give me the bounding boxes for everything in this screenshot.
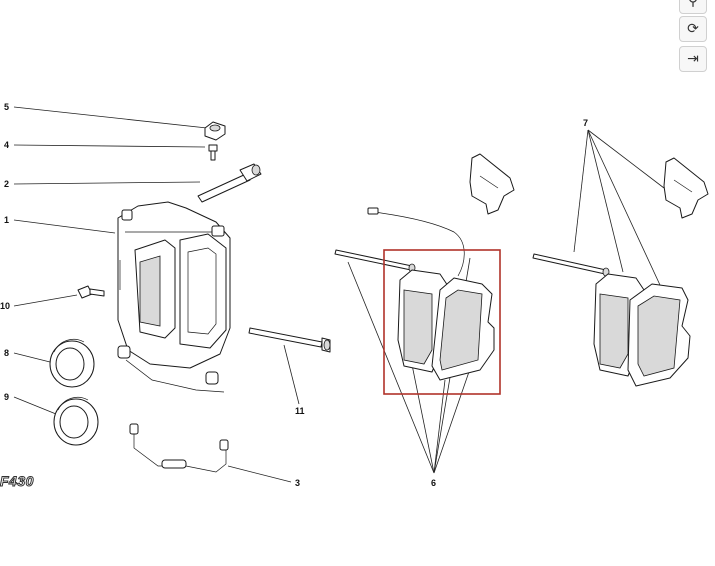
- magnifier-icon: ⚲: [687, 0, 699, 9]
- model-logo: F430: [0, 473, 34, 490]
- reset-view-button[interactable]: ⟳: [679, 16, 707, 42]
- callout-10[interactable]: 10: [0, 301, 10, 311]
- zoom-button[interactable]: ⚲: [679, 0, 707, 14]
- callout-6[interactable]: 6: [431, 478, 436, 488]
- part-8-seal-ring: [49, 338, 95, 388]
- callout-1[interactable]: 1: [4, 215, 9, 225]
- part-2-caliper-bolt: [197, 163, 262, 203]
- callout-5[interactable]: 5: [4, 102, 9, 112]
- part-10-screw: [77, 285, 105, 299]
- part-6-brake-pad-kit: [334, 153, 515, 395]
- callout-9[interactable]: 9: [4, 392, 9, 402]
- callout-8[interactable]: 8: [4, 348, 9, 358]
- part-5-bleed-cap: [204, 121, 226, 141]
- callout-11[interactable]: 11: [295, 406, 305, 416]
- part-4-bleed-screw: [208, 144, 218, 161]
- callout-2[interactable]: 2: [4, 179, 9, 189]
- leader-lines: [13, 106, 665, 483]
- callout-7[interactable]: 7: [583, 118, 588, 128]
- highlight-frame[interactable]: [383, 249, 501, 395]
- callout-3[interactable]: 3: [295, 478, 300, 488]
- part-9-seal-ring: [53, 396, 99, 446]
- callout-4[interactable]: 4: [4, 140, 9, 150]
- part-11-pin: [248, 327, 331, 353]
- rotate-reset-icon: ⟳: [687, 21, 699, 37]
- part-3-brake-pipe: [129, 423, 229, 473]
- part-1-brake-caliper: [117, 201, 231, 393]
- part-7-brake-pad-kit: [532, 157, 709, 387]
- next-page-button[interactable]: ⇥: [679, 46, 707, 72]
- arrow-to-end-icon: ⇥: [687, 51, 699, 67]
